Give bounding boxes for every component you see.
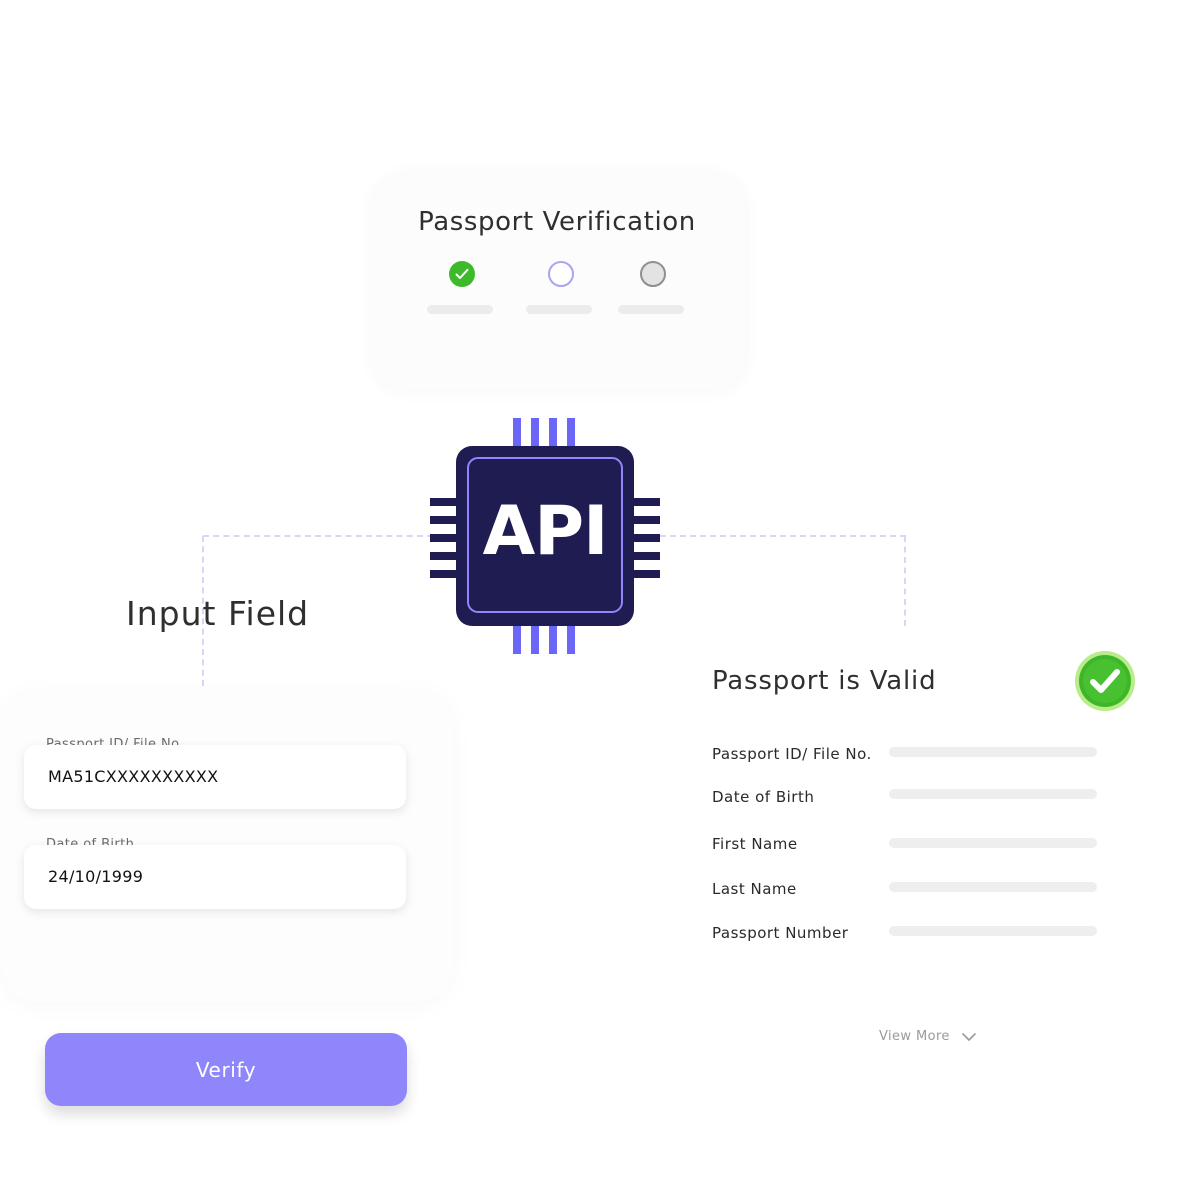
- result-value-placeholder: [889, 838, 1097, 848]
- result-label-first-name: First Name: [712, 835, 798, 853]
- result-value-placeholder: [889, 789, 1097, 799]
- date-of-birth-value: 24/10/1999: [48, 867, 144, 886]
- view-more-label: View More: [879, 1029, 950, 1044]
- passport-id-input[interactable]: MA51CXXXXXXXXXX: [24, 745, 406, 809]
- right-connector-horizontal: [660, 535, 906, 537]
- view-more-link[interactable]: View More: [879, 1029, 976, 1044]
- result-label-passport-id: Passport ID/ File No.: [712, 745, 872, 763]
- left-connector-vertical: [202, 536, 204, 686]
- result-title: Passport is Valid: [712, 666, 937, 696]
- result-label-last-name: Last Name: [712, 880, 797, 898]
- chip-icon: [430, 418, 660, 654]
- step-1-placeholder-bar: [427, 305, 493, 314]
- api-chip-label: API: [482, 492, 609, 571]
- input-field-heading: Input Field: [126, 594, 310, 633]
- result-label-date-of-birth: Date of Birth: [712, 788, 815, 806]
- verify-button[interactable]: Verify: [45, 1033, 407, 1106]
- step-complete-indicator: [449, 261, 475, 287]
- result-value-placeholder: [889, 926, 1097, 936]
- chevron-down-icon: [962, 1033, 976, 1041]
- result-value-placeholder: [889, 882, 1097, 892]
- right-connector-vertical: [904, 536, 906, 626]
- step-2-placeholder-bar: [526, 305, 592, 314]
- verification-title: Passport Verification: [418, 207, 696, 237]
- passport-id-value: MA51CXXXXXXXXXX: [48, 767, 219, 786]
- result-value-placeholder: [889, 747, 1097, 757]
- step-3-placeholder-bar: [618, 305, 684, 314]
- result-label-passport-number: Passport Number: [712, 924, 849, 942]
- date-of-birth-input[interactable]: 24/10/1999: [24, 845, 406, 909]
- check-icon: [455, 268, 469, 279]
- api-chip: API: [428, 416, 662, 656]
- passport-verification-card: Passport Verification: [372, 172, 746, 390]
- step-pending-indicator: [640, 261, 666, 287]
- check-circle-icon: [1074, 650, 1136, 712]
- left-connector-horizontal: [203, 535, 433, 537]
- step-current-indicator: [548, 261, 574, 287]
